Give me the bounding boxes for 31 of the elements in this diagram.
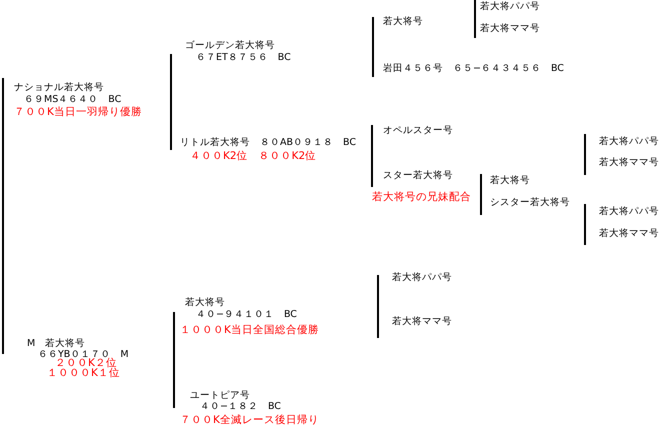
pigeon-name-text: リトル若大将号 ８０AB０９１８ BC xyxy=(180,137,356,148)
pigeon-name-text: シスター若大将号 xyxy=(490,197,570,208)
pigeon-name-text: 若大将号 xyxy=(383,16,423,27)
pigeon-name-text: ４０−１８２ BC xyxy=(200,401,281,412)
race-record-text: ７００K当日一羽帰り優勝 xyxy=(14,107,142,118)
pigeon-name-text: 若大将ママ号 xyxy=(599,157,659,168)
pigeon-name-text: 若大将パパ号 xyxy=(599,206,659,217)
pigeon-name-text: ゴールデン若大将号 xyxy=(185,40,275,51)
race-record-text: 若大将号の兄妹配合 xyxy=(372,192,471,203)
race-record-text: ７００K全滅レース後日帰り xyxy=(180,415,319,426)
pigeon-name-text: 若大将ママ号 xyxy=(392,316,452,327)
pigeon-name-text: 若大将パパ号 xyxy=(392,272,452,283)
pigeon-name-text: 若大将ママ号 xyxy=(480,23,540,34)
race-record-text: ２００K２位 xyxy=(55,358,117,369)
pigeon-name-text: 若大将パパ号 xyxy=(480,1,540,12)
race-record-text: １０００K当日全国総合優勝 xyxy=(180,325,319,336)
pigeon-name-text: ４０−９４１０１ BC xyxy=(196,309,297,320)
pigeon-name-text: スター若大将号 xyxy=(383,170,453,181)
race-record-text: １０００K１位 xyxy=(47,368,120,379)
pigeon-name-text: 岩田４５６号 ６５−６４３４５６ BC xyxy=(383,63,564,74)
pigeon-name-text: M 若大将号 xyxy=(27,338,86,349)
pigeon-name-text: ナショナル若大将号 xyxy=(14,82,104,93)
pigeon-name-text: 若大将号 xyxy=(490,175,530,186)
pigeon-name-text: ６７ET８７５６ BC xyxy=(196,52,291,63)
pigeon-name-text: 若大将号 xyxy=(185,297,225,308)
pigeon-name-text: ユートピア号 xyxy=(190,390,250,401)
race-record-text: ４００K2位 ８００K2位 xyxy=(190,151,316,162)
pigeon-name-text: 若大将パパ号 xyxy=(599,136,659,147)
pigeon-name-text: ６９MS４６４０ BC xyxy=(24,94,122,105)
pigeon-name-text: オペルスター号 xyxy=(383,125,453,136)
pigeon-name-text: 若大将ママ号 xyxy=(599,228,659,239)
